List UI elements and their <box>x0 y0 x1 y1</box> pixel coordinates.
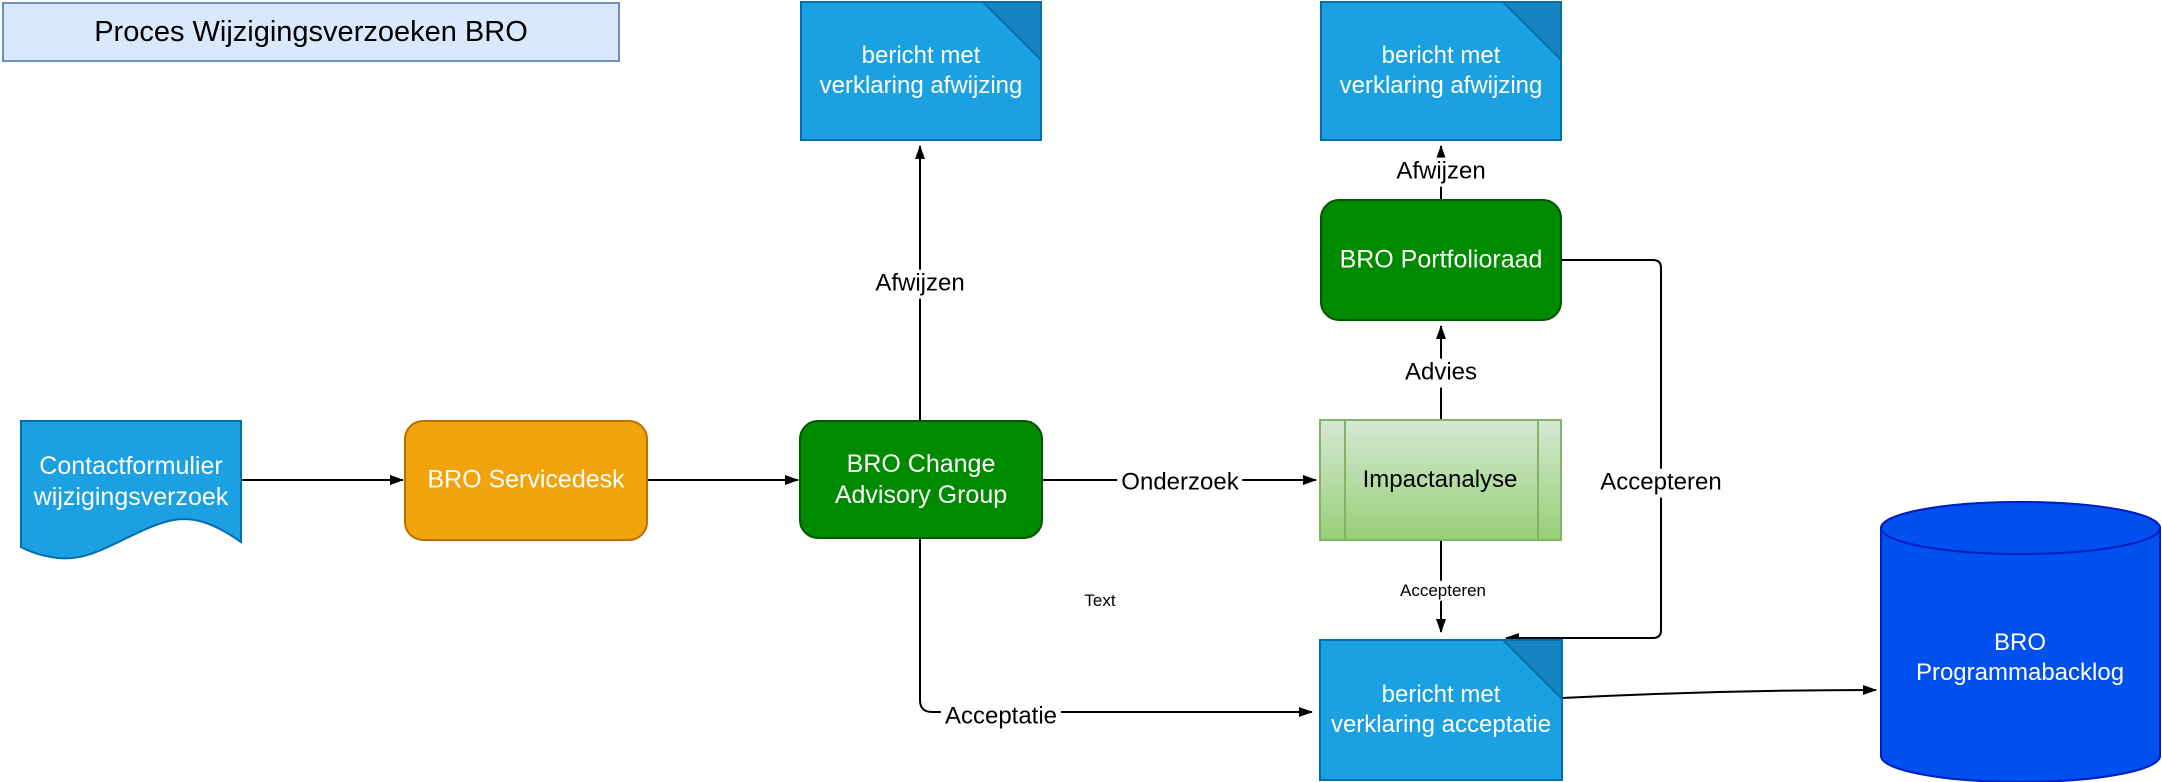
edge-label-acceptatie[interactable]: Acceptatie <box>940 702 1062 732</box>
node-servicedesk[interactable] <box>404 420 648 541</box>
node-contactformulier-document[interactable] <box>20 420 242 560</box>
edge-label-afwijzen-cag[interactable]: Afwijzen <box>871 269 969 299</box>
node-portfolioraad[interactable] <box>1320 199 1562 321</box>
cylinder-top-icon <box>1880 501 2161 555</box>
node-change-advisory-group[interactable] <box>799 420 1043 539</box>
note-fold-icon <box>1500 639 1563 702</box>
edge-label-afwijzen-portfolioraad[interactable]: Afwijzen <box>1392 157 1490 187</box>
edge-acceptatie-cag-to-note[interactable] <box>919 538 1313 717</box>
edge-accepteren-portfolioraad-to-note[interactable] <box>1505 259 1662 643</box>
edge-label-accepteren-right[interactable]: Accepteren <box>1596 468 1726 498</box>
node-note-afwijzing-1[interactable] <box>800 1 1042 141</box>
edge-label-accepteren-down[interactable]: Accepteren <box>1396 580 1490 602</box>
note-fold-icon <box>980 1 1042 63</box>
node-note-afwijzing-2[interactable] <box>1320 1 1562 141</box>
page-title[interactable]: Proces Wijzigingsverzoeken BRO <box>2 2 620 62</box>
note-fold-icon <box>1500 1 1562 63</box>
edge-label-advies[interactable]: Advies <box>1400 358 1482 388</box>
edge-note-to-programmabacklog[interactable] <box>1561 685 1877 699</box>
floating-text-label[interactable]: Text <box>1084 590 1116 610</box>
node-programmabacklog-cylinder[interactable] <box>1880 501 2161 782</box>
node-impactanalyse[interactable] <box>1319 419 1562 541</box>
node-note-acceptatie[interactable] <box>1319 639 1563 781</box>
edge-label-onderzoek[interactable]: Onderzoek <box>1117 468 1243 498</box>
